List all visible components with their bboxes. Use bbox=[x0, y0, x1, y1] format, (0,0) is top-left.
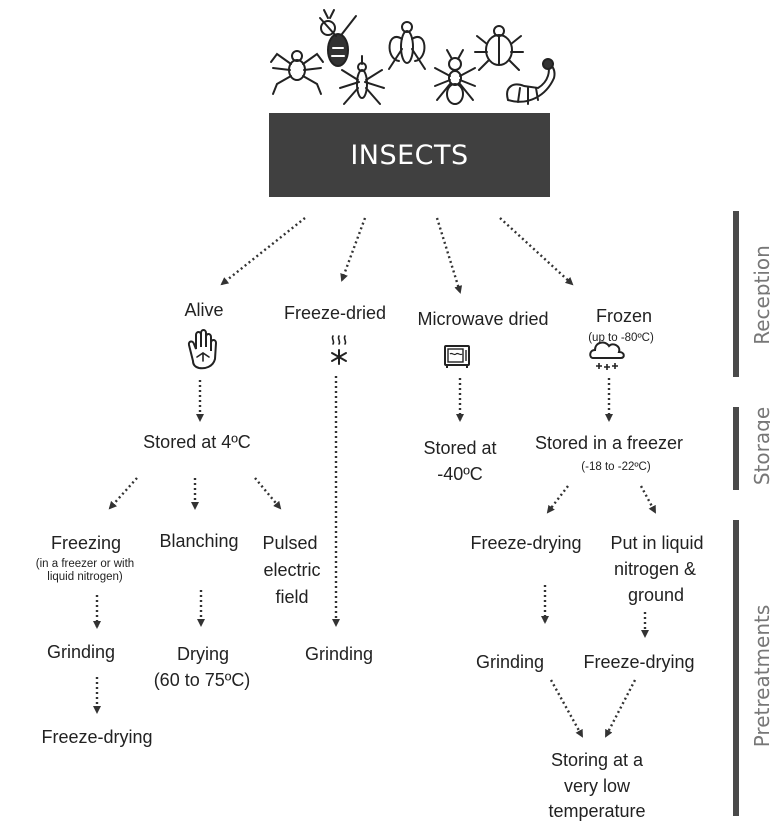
insects-title-box: INSECTS bbox=[269, 113, 550, 197]
alive-stored-label: Stored at 4ºC bbox=[143, 432, 251, 452]
freeze-drying-label-c: Freeze-drying bbox=[583, 652, 695, 672]
arrow-stored-freezing bbox=[108, 477, 138, 510]
frozen-cloud-icon bbox=[589, 341, 625, 370]
reception-phase-label: Reception bbox=[750, 245, 770, 345]
pulsed-line1: Pulsed bbox=[262, 533, 318, 553]
storage-phase-label: Storage bbox=[750, 406, 770, 486]
mosquito-icon bbox=[339, 55, 385, 105]
flow-arrows bbox=[93, 217, 657, 738]
pulsed-line2: electric bbox=[263, 560, 321, 580]
fly-icon bbox=[388, 21, 426, 70]
storing-line3: temperature bbox=[548, 801, 646, 821]
microwave-dried-label: Microwave dried bbox=[417, 309, 549, 329]
arrow-insects-freeze-dried bbox=[340, 217, 367, 282]
arrow-grinding-storing bbox=[549, 679, 584, 738]
pretreatments-phase-label: Pretreatments bbox=[750, 604, 770, 748]
freeze-drying-label-a: Freeze-drying bbox=[41, 727, 153, 747]
spider-icon bbox=[270, 50, 324, 95]
drying-line2: (60 to 75ºC) bbox=[153, 670, 251, 690]
frozen-stored-label: Stored in a freezer bbox=[534, 433, 684, 453]
freeze-drying-label-b: Freeze-drying bbox=[470, 533, 582, 553]
storing-line2: very low bbox=[563, 776, 631, 796]
pulsed-line3: field bbox=[275, 587, 309, 607]
storing-line1: Storing at a bbox=[550, 750, 644, 770]
freezing-label: Freezing bbox=[50, 533, 122, 553]
liquid-line2: nitrogen & bbox=[613, 559, 697, 579]
arrow-insects-alive bbox=[220, 217, 306, 286]
liquid-line1: Put in liquid bbox=[610, 533, 704, 553]
liquid-line3: ground bbox=[627, 585, 685, 605]
arrow-freeze-drying-storing bbox=[604, 679, 637, 738]
arrow-stored-freeze-drying bbox=[546, 485, 569, 514]
microwave-stored-line1: Stored at bbox=[423, 438, 497, 458]
ant-icon bbox=[434, 49, 476, 105]
arrow-insects-microwave bbox=[435, 217, 463, 294]
grinding-label-b: Grinding bbox=[304, 644, 374, 664]
arrow-stored-pulsed bbox=[254, 477, 282, 510]
freezing-note-line1: (in a freezer or with bbox=[35, 558, 135, 570]
grinding-label-a: Grinding bbox=[46, 642, 116, 662]
insects-title: INSECTS bbox=[350, 139, 469, 171]
microwave-stored-line2: -40ºC bbox=[437, 464, 483, 484]
microwave-icon bbox=[444, 345, 470, 368]
wasp-icon bbox=[319, 9, 357, 67]
blanching-label: Blanching bbox=[159, 531, 239, 551]
grinding-label-c: Grinding bbox=[475, 652, 545, 672]
hand-icon bbox=[187, 329, 218, 370]
alive-label: Alive bbox=[184, 300, 224, 320]
freeze-dry-icon bbox=[331, 335, 347, 365]
reception-phase-bar bbox=[733, 211, 739, 377]
drying-line1: Drying bbox=[176, 644, 230, 664]
insect-icons bbox=[270, 9, 556, 105]
frozen-stored-note: (-18 to -22ºC) bbox=[581, 461, 651, 473]
beetle-icon bbox=[474, 25, 524, 71]
freezing-note-line2: liquid nitrogen) bbox=[47, 571, 123, 583]
frozen-note: (up to -80ºC) bbox=[588, 332, 654, 344]
pretreatments-phase-bar bbox=[733, 520, 739, 816]
arrow-insects-frozen bbox=[499, 217, 574, 286]
arrow-stored-liquid bbox=[639, 485, 657, 514]
frozen-label: Frozen bbox=[595, 306, 653, 326]
storage-phase-bar bbox=[733, 407, 739, 490]
freeze-dried-label: Freeze-dried bbox=[283, 303, 387, 323]
larva-icon bbox=[506, 58, 556, 105]
